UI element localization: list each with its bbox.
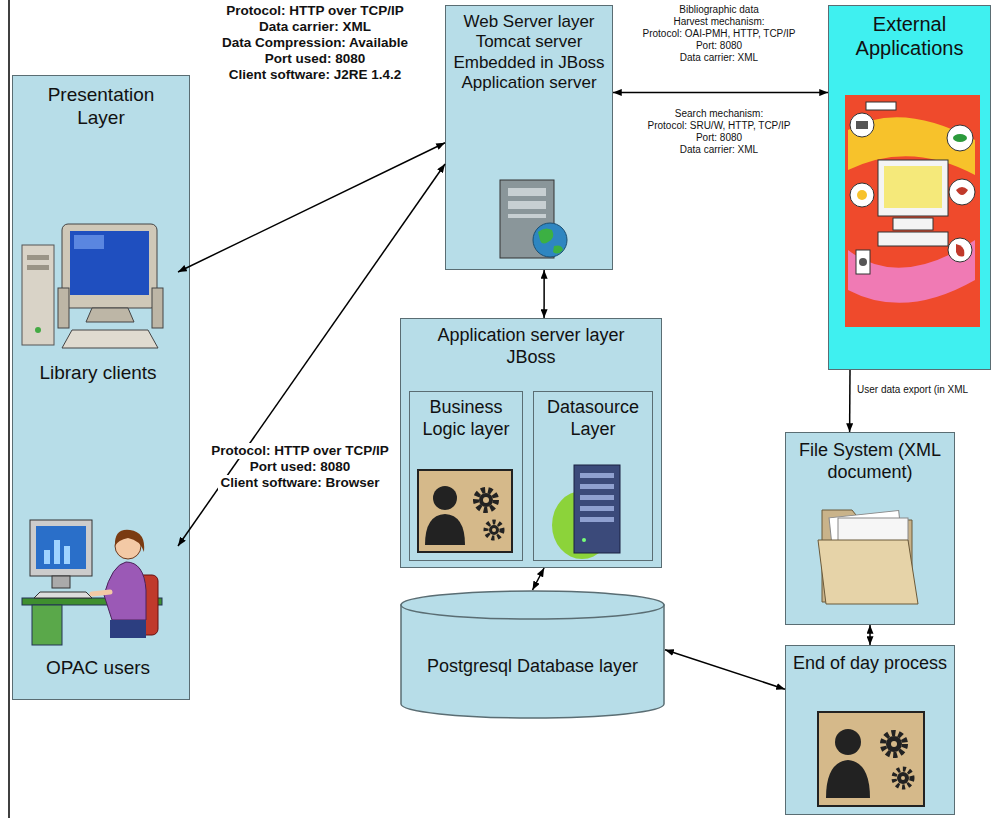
protocol-note: Client software: J2RE 1.4.2 (227, 67, 404, 83)
protocol-note: Data Compression: Available (220, 35, 410, 51)
process-figure-icon (418, 470, 512, 552)
protocol-note: Bibliographic data (677, 4, 761, 16)
node-label: End of day process (793, 653, 947, 675)
protocol-note: Harvest mechanism: (671, 16, 766, 28)
connector-arrow (849, 370, 851, 432)
connector-arrow (869, 625, 871, 645)
protocol-note: Protocol: SRU/W, HTTP, TCP/IP (646, 120, 793, 132)
cylinder-outline (400, 590, 665, 720)
protocol-note: Protocol: HTTP over TCP/IP (209, 443, 391, 459)
node-label: Web Server layer Tomcat server Embedded … (450, 12, 608, 94)
node-label: External Applications (833, 12, 986, 60)
protocol-note: Port used: 8080 (248, 459, 353, 475)
cylinder-top (401, 591, 664, 619)
protocol-note: Protocol: HTTP over TCP/IP (224, 3, 406, 19)
database-cylinder: Postgresql Database layer (400, 590, 665, 720)
process-figure-icon (818, 712, 924, 806)
node-label: File System (XML document) (790, 440, 950, 483)
node-label: Application server layer JBoss (421, 325, 641, 368)
node-label: Library clients (39, 362, 156, 385)
node-label: Presentation Layer (36, 84, 166, 130)
protocol-note: Data carrier: XML (257, 19, 373, 35)
connector-arrow (543, 270, 545, 318)
connector-arrow (665, 650, 785, 689)
connector-label: User data export (in XML (855, 384, 970, 396)
protocol-note: Client software: Browser (218, 475, 381, 491)
protocol-note: Data carrier: XML (678, 52, 760, 64)
cylinder-body (401, 605, 664, 718)
protocol-note: Port: 8080 (694, 40, 744, 52)
protocol-note: Search mechanism: (673, 108, 765, 120)
protocol-note: Protocol: OAI-PMH, HTTP, TCP/IP (641, 28, 798, 40)
connector-arrow (533, 568, 545, 590)
page-border (8, 0, 10, 818)
node-label: OPAC users (46, 657, 150, 680)
protocol-note: Data carrier: XML (678, 144, 760, 156)
protocol-note: Port: 8080 (694, 132, 744, 144)
node-label: Postgresql Database layer (427, 656, 638, 678)
connector-arrow (178, 143, 445, 272)
folder-icon (818, 510, 918, 604)
connector-arrow (613, 92, 828, 94)
node-label: Business Logic layer (414, 397, 518, 440)
protocol-note: Port used: 8080 (263, 51, 368, 67)
node-label: Datasource Layer (538, 397, 648, 440)
multimedia-computer-icon (845, 95, 980, 327)
